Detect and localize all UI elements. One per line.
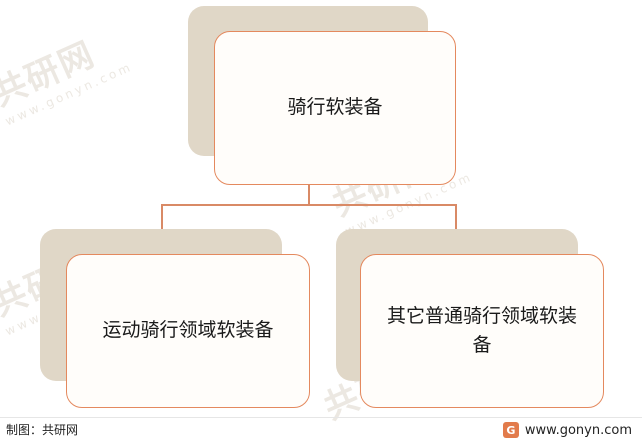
footer-brand: G www.gonyn.com bbox=[502, 422, 632, 438]
child-node-label: 运动骑行领域软装备 bbox=[102, 319, 274, 342]
root-node: 骑行软装备 bbox=[214, 31, 456, 185]
root-node-label: 骑行软装备 bbox=[287, 96, 383, 119]
child-node-label: 其它普通骑行领域软装备 bbox=[386, 304, 577, 356]
connector-left-drop bbox=[161, 204, 163, 230]
connector-bar bbox=[161, 204, 456, 206]
footer-source: 制图：共研网 bbox=[6, 423, 79, 437]
gonyn-logo-icon: G bbox=[502, 422, 519, 438]
child-node-general: 其它普通骑行领域软装备 bbox=[360, 254, 604, 408]
footer-divider bbox=[0, 417, 642, 418]
watermark: 共研网 www.gonyn.com bbox=[0, 34, 135, 129]
footer-website: www.gonyn.com bbox=[524, 422, 632, 438]
connector-stem bbox=[308, 185, 310, 205]
connector-right-drop bbox=[455, 204, 457, 230]
child-node-sport: 运动骑行领域软装备 bbox=[66, 254, 310, 408]
